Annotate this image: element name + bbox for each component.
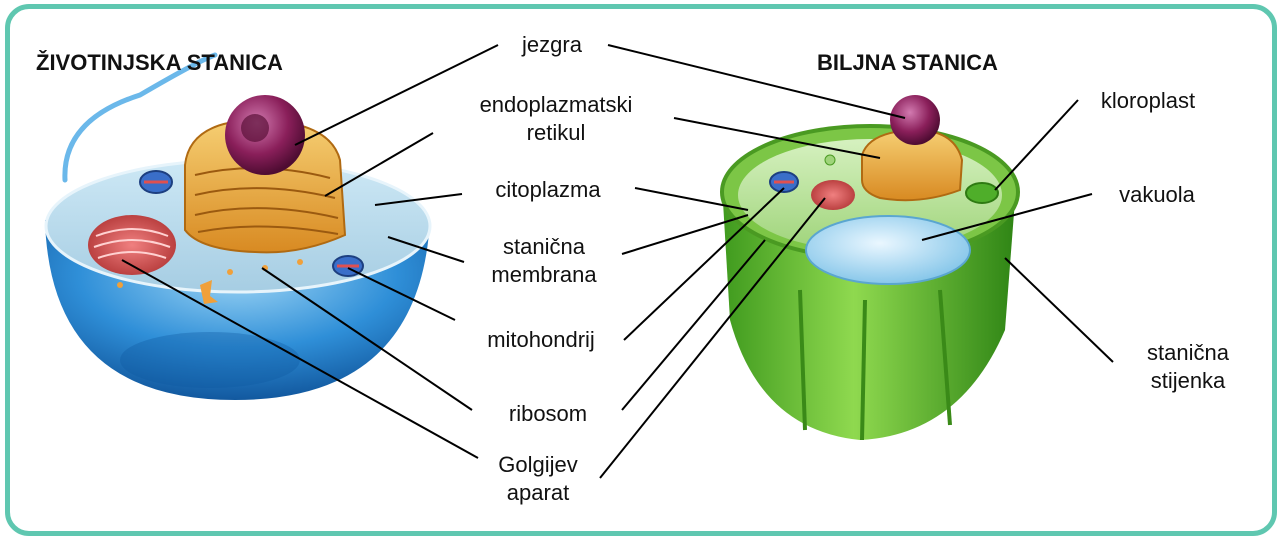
label-wall-line1: stanična: [1118, 339, 1258, 367]
label-cell-wall: stanična stijenka: [1118, 339, 1258, 395]
label-mitochondrion: mitohondrij: [456, 326, 626, 354]
label-cell-membrane: stanična membrana: [462, 233, 626, 289]
plant-cell-heading: BILJNA STANICA: [817, 50, 998, 76]
plant-chloroplast: [966, 183, 998, 203]
label-wall-line2: stijenka: [1118, 367, 1258, 395]
label-ribosome: ribosom: [476, 400, 620, 428]
label-er: endoplazmatski retikul: [436, 91, 676, 147]
plant-nucleus: [890, 95, 940, 145]
plant-golgi: [811, 180, 855, 210]
label-vacuole: vakuola: [1094, 181, 1220, 209]
label-membrane-line1: stanična: [462, 233, 626, 261]
animal-cell-heading: ŽIVOTINJSKA STANICA: [36, 50, 283, 76]
label-er-line1: endoplazmatski: [436, 91, 676, 119]
plant-vacuole: [806, 216, 970, 284]
label-golgi-line1: Golgijev: [476, 451, 600, 479]
label-er-line2: retikul: [436, 119, 676, 147]
label-nucleus: jezgra: [500, 31, 604, 59]
label-membrane-line2: membrana: [462, 261, 626, 289]
label-golgi: Golgijev aparat: [476, 451, 600, 507]
label-cytoplasm: citoplazma: [458, 176, 638, 204]
label-chloroplast: kloroplast: [1078, 87, 1218, 115]
plant-cell: [722, 95, 1018, 440]
label-golgi-line2: aparat: [476, 479, 600, 507]
